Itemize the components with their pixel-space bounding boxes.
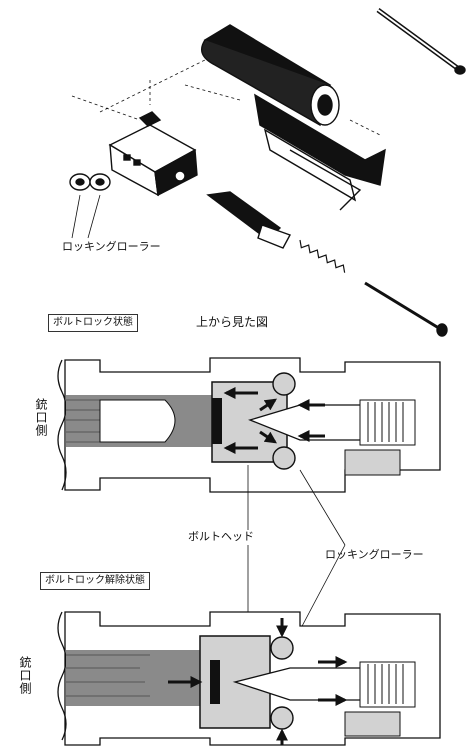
label-view-from-top: 上から見た図 <box>196 315 269 329</box>
locking-roller-upper <box>270 636 294 660</box>
barrel-break-line <box>57 611 67 741</box>
exploded-view <box>69 7 466 337</box>
bolt-head-block <box>108 111 198 197</box>
label-state-unlocked: ボルトロック解除状態 <box>40 572 150 590</box>
firing-pin-rod <box>376 7 466 75</box>
assembly-guide-lines <box>71 59 381 136</box>
locked-state-section <box>57 357 441 493</box>
recoil-spring <box>299 239 346 273</box>
label-locking-roller-top: ロッキングローラー <box>62 240 161 253</box>
arrow-icon <box>259 430 277 444</box>
force-arrows-unlocked <box>168 618 348 745</box>
label-muzzle-side-1: 銃口側 <box>34 398 48 437</box>
locking-roller-lower <box>270 706 294 730</box>
label-muzzle-side-2: 銃口側 <box>18 656 32 695</box>
label-state-locked: ボルトロック状態 <box>48 314 138 332</box>
unlocked-state-section <box>57 611 441 746</box>
locking-roller-upper <box>272 372 296 396</box>
force-arrows-locked <box>223 387 325 454</box>
bolt-carrier <box>201 24 386 211</box>
extractor-rod <box>364 281 448 337</box>
label-locking-roller-mid: ロッキングローラー <box>325 548 424 561</box>
firing-pin-assembly <box>206 191 292 249</box>
locking-rollers-exploded <box>69 173 111 239</box>
barrel-break-line <box>57 359 67 491</box>
label-bolt-head: ボルトヘッド <box>188 530 254 543</box>
arrow-icon <box>259 398 277 412</box>
cartridge-bullet <box>99 399 176 443</box>
locking-roller-lower <box>272 446 296 470</box>
